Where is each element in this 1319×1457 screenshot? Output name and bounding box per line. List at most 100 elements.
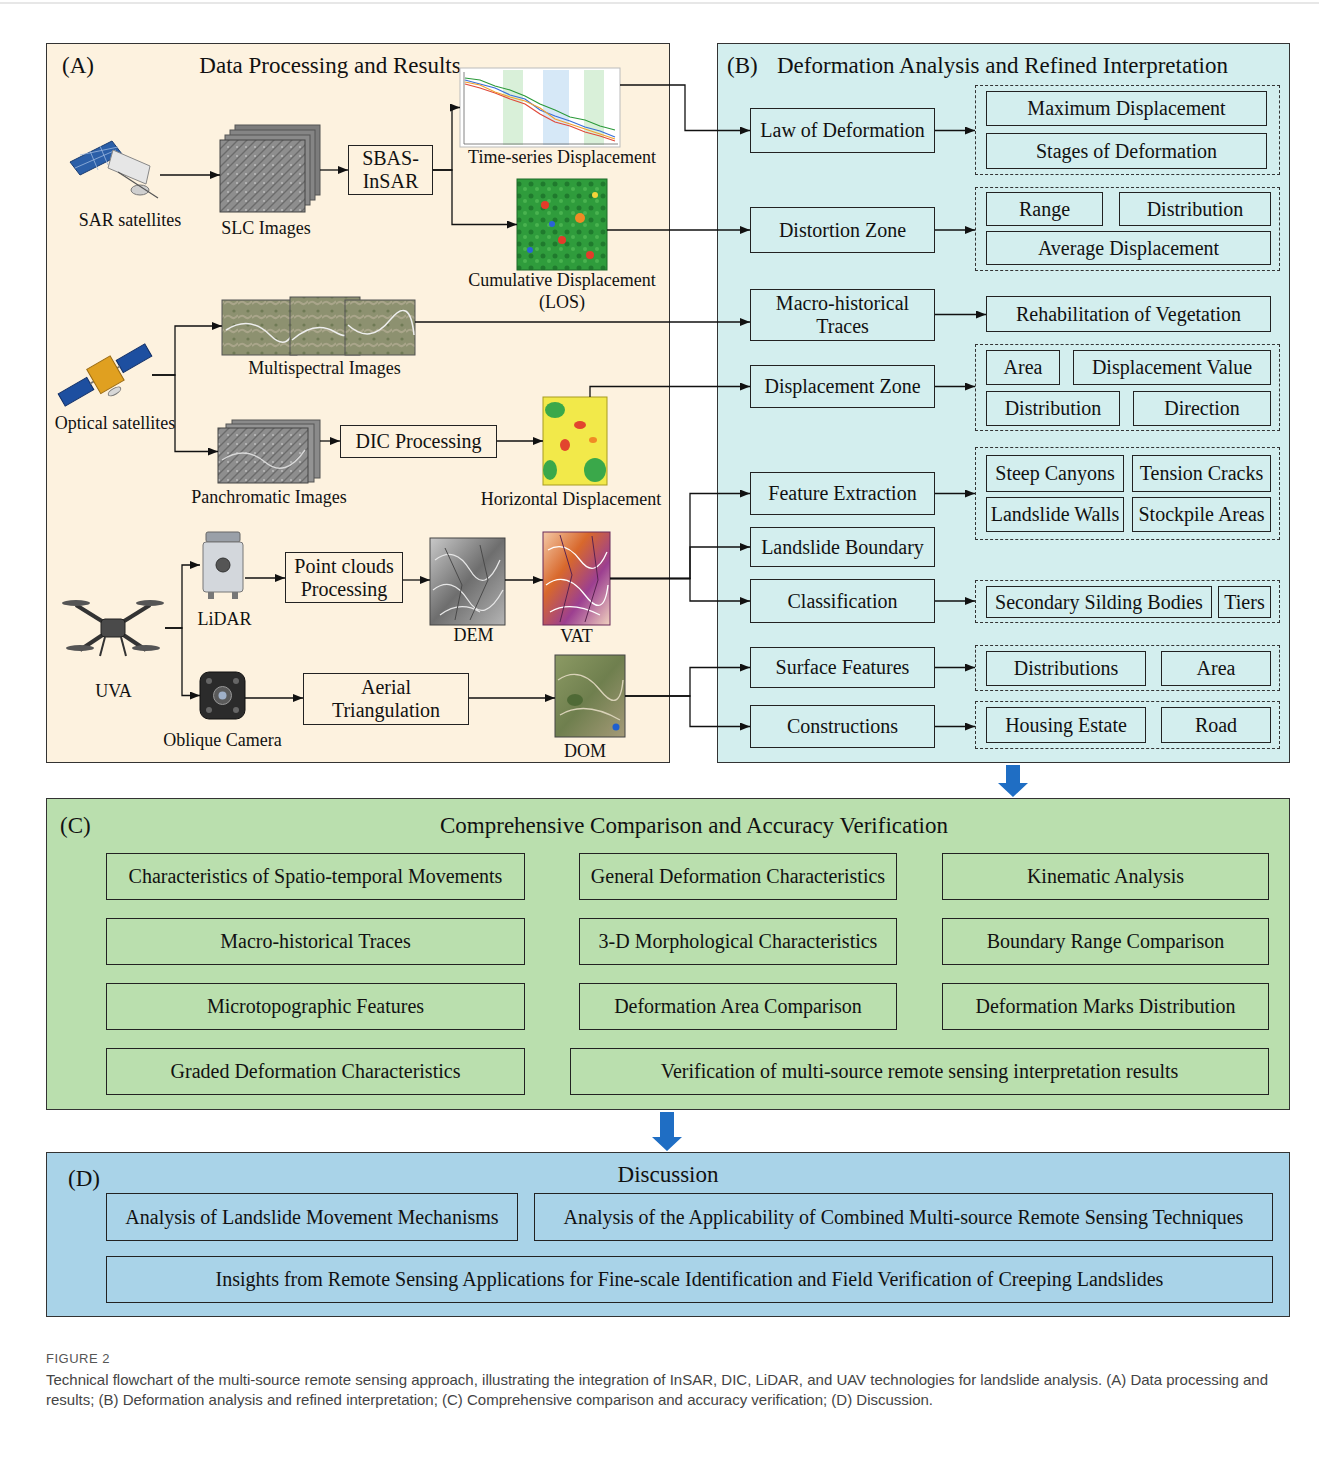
box-label: Tension Cracks	[1140, 462, 1264, 485]
process-box: Constructions	[750, 705, 935, 748]
top-rule-part	[0, 3, 1319, 4]
connector-arrow	[610, 579, 750, 602]
box-label: Analysis of the Applicability of Combine…	[564, 1206, 1244, 1229]
image-caption: SAR satellites	[79, 210, 182, 232]
process-box: Displacement Zone	[750, 365, 935, 408]
lidar-sensor-part	[206, 532, 240, 542]
process-box: Aerial Triangulation	[303, 673, 469, 725]
sar-satellite-part	[118, 172, 158, 198]
cumulative-map-part	[517, 179, 607, 270]
flow-block-arrow	[652, 1112, 682, 1151]
process-box: Steep Canyons	[986, 455, 1124, 492]
process-box: Deformation Area Comparison	[579, 983, 897, 1030]
lidar-sensor-part	[232, 592, 238, 599]
oblique-camera-part	[233, 678, 239, 684]
process-box: Direction	[1133, 391, 1271, 426]
box-label: Displacement Zone	[764, 375, 920, 398]
image-caption: LiDAR	[198, 609, 252, 631]
box-label: Insights from Remote Sensing Application…	[216, 1268, 1164, 1291]
process-box: Area	[986, 350, 1060, 385]
time-series-chart	[460, 68, 620, 147]
connector-arrow	[935, 667, 975, 668]
image-node: DEM	[430, 538, 505, 625]
caption-slot: Optical satellites	[55, 413, 175, 435]
connector-arrow	[152, 326, 222, 375]
box-label: Distributions	[1014, 657, 1118, 680]
process-box: Displacement Value	[1073, 350, 1271, 385]
connector-arrow	[497, 440, 543, 441]
connector-arrow	[935, 229, 975, 230]
caption-slot: Time-series Displacement	[468, 147, 656, 169]
box-label: SBAS-InSAR	[352, 147, 429, 193]
optical-satellite-part	[107, 385, 122, 397]
panel-label: (B)	[727, 53, 758, 78]
image-node: Time-series Displacement	[460, 68, 620, 147]
process-box: Graded Deformation Characteristics	[106, 1048, 525, 1095]
sar-satellite	[70, 141, 158, 198]
image-caption: DOM	[564, 741, 606, 763]
process-box: Average Displacement	[986, 231, 1271, 265]
oblique-camera-part	[214, 687, 232, 705]
caption-slot: VAT	[560, 626, 593, 648]
box-label: Law of Deformation	[760, 119, 924, 142]
cumulative-map	[517, 179, 607, 270]
multispectral-images-part	[222, 300, 297, 355]
panel: (A)Data Processing and ResultsSAR satell…	[46, 43, 670, 763]
horizontal-displacement-map-part	[543, 397, 607, 485]
image-node: VAT	[543, 532, 610, 625]
box-label: Feature Extraction	[768, 482, 916, 505]
process-box: Tension Cracks	[1132, 455, 1271, 492]
panel: (D)DiscussionAnalysis of Landslide Movem…	[46, 1152, 1290, 1317]
slc-image-stack	[220, 125, 320, 212]
uav-drone-part	[132, 645, 160, 651]
process-box: Microtopographic Features	[106, 983, 525, 1030]
box-label: Area	[1197, 657, 1236, 680]
process-box: Maximum Displacement	[986, 91, 1267, 126]
cumulative-map-part	[558, 236, 566, 244]
dom-orthophoto-part	[555, 655, 625, 737]
slc-image-stack-part	[220, 140, 305, 212]
connector-arrow	[320, 440, 340, 441]
dom-orthophoto-part	[567, 694, 583, 706]
image-caption: Horizontal Displacement	[481, 489, 661, 511]
title-slot: (C)	[60, 813, 91, 839]
panchromatic-images-part	[218, 428, 308, 483]
uav-drone-part	[100, 637, 105, 656]
box-label: 3-D Morphological Characteristics	[599, 930, 878, 953]
horizontal-displacement-map-part	[545, 402, 565, 418]
process-box: Landslide Walls	[986, 497, 1124, 532]
image-node: LiDAR	[200, 530, 245, 600]
lidar-sensor-part	[216, 558, 230, 572]
image-node: DOM	[555, 655, 625, 737]
process-box: Housing Estate	[986, 707, 1146, 743]
box-label: Distortion Zone	[779, 219, 906, 242]
caption-slot: SAR satellites	[79, 210, 182, 232]
connector-arrow	[160, 174, 220, 175]
title-slot: Discussion	[618, 1162, 719, 1188]
image-caption: Time-series Displacement	[468, 147, 656, 169]
horizontal-displacement-map-part	[574, 421, 586, 429]
caption-slot: Cumulative Displacement (LOS)	[460, 270, 665, 313]
oblique-camera-part	[233, 707, 239, 713]
box-label: Road	[1195, 714, 1237, 737]
image-caption: VAT	[560, 626, 593, 648]
box-label: Area	[1004, 356, 1043, 379]
box-label: Distribution	[1147, 198, 1244, 221]
box-label: Deformation Marks Distribution	[976, 995, 1236, 1018]
lidar-sensor-part	[208, 592, 214, 599]
uav-drone-part	[66, 645, 94, 651]
time-series-chart-part	[465, 84, 615, 141]
dashed-group: Steep Canyons Tension CracksLandslide Wal…	[975, 447, 1280, 540]
uav-drone-part	[101, 619, 125, 637]
vat-visualization-part	[543, 532, 610, 625]
dem-hillshade-part	[445, 545, 488, 620]
title-slot: (B)	[727, 53, 758, 79]
process-box: Characteristics of Spatio-temporal Movem…	[106, 853, 525, 900]
box-label: Steep Canyons	[995, 462, 1114, 485]
caption-slot: Horizontal Displacement	[481, 489, 661, 511]
box-label: DIC Processing	[355, 430, 481, 453]
multispectral-images-part	[348, 310, 414, 335]
image-caption: Panchromatic Images	[191, 487, 346, 509]
time-series-chart-part	[464, 72, 465, 144]
connector-arrow	[433, 170, 517, 225]
